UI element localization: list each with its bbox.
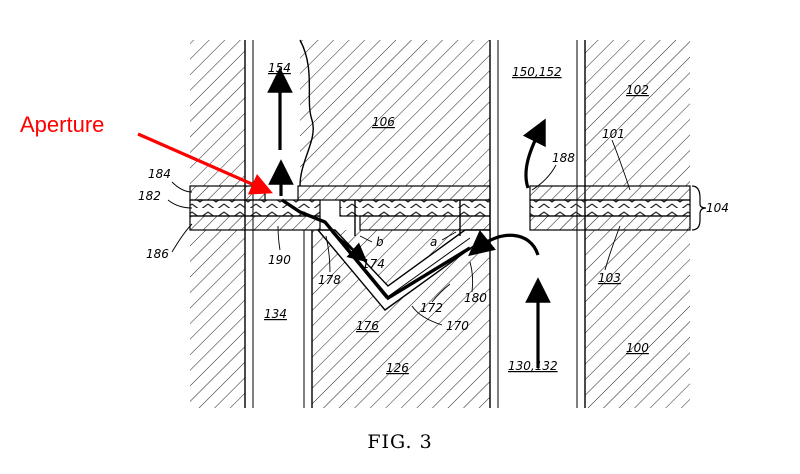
label-134: 134 (264, 307, 287, 321)
arrow-out-188 (522, 118, 546, 189)
lower-middle-slab (312, 230, 490, 408)
label-126: 126 (386, 361, 409, 375)
label-184: 184 (148, 167, 171, 181)
label-a: a (430, 235, 437, 249)
label-102: 102 (626, 83, 649, 97)
arrow-inlet-curve (468, 229, 540, 257)
label-172: 172 (420, 301, 443, 315)
label-101: 101 (602, 127, 625, 141)
lower-right-slab (585, 230, 690, 408)
label-104: 104 (706, 201, 729, 215)
plate-stack-middle (297, 185, 491, 231)
label-103: 103 (598, 271, 621, 285)
label-150-152: 150,152 (512, 65, 562, 79)
label-106: 106 (372, 115, 395, 129)
aperture-annotation: Aperture (20, 112, 273, 195)
flow-arrows (267, 67, 551, 368)
upper-left-slab (190, 40, 245, 186)
upper-right-slab (585, 40, 690, 186)
bracket-104 (691, 185, 707, 231)
label-b: b (376, 235, 384, 249)
label-176: 176 (356, 319, 379, 333)
label-100: 100 (626, 341, 649, 355)
figure-caption: FIG. 3 (367, 431, 432, 453)
label-190: 190 (268, 253, 291, 267)
plate-stack-right (529, 185, 691, 231)
label-178: 178 (318, 273, 341, 287)
aperture-pointer-arrow (137, 132, 273, 195)
drawing-body (167, 39, 707, 408)
label-154: 154 (268, 61, 291, 75)
arrow-flow-through-channel (281, 198, 471, 301)
wavy-edge (299, 39, 314, 187)
label-186: 186 (146, 247, 169, 261)
label-180: 180 (464, 291, 487, 305)
upper-middle-slab (300, 40, 490, 186)
label-170: 170 (446, 319, 469, 333)
label-174: 174 (362, 257, 385, 271)
leader-lines (167, 139, 631, 326)
label-182: 182 (138, 189, 161, 203)
lower-left-slab (190, 230, 245, 408)
label-188: 188 (552, 151, 575, 165)
reference-labels: 154 106 150,152 102 101 188 184 182 186 … (138, 61, 729, 375)
aperture-label: Aperture (20, 112, 104, 137)
label-130-132: 130,132 (508, 359, 558, 373)
